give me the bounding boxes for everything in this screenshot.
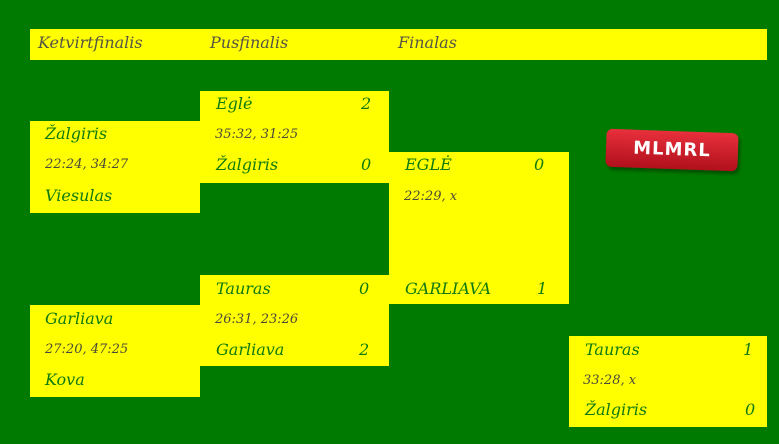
header-finals: Finalas bbox=[398, 33, 457, 52]
third-place bbox=[569, 336, 767, 427]
final bbox=[389, 152, 569, 304]
quarterfinal-2 bbox=[30, 305, 200, 397]
match-score: 22:24, 34:27 bbox=[45, 157, 129, 172]
header-quarterfinals: Ketvirtfinalis bbox=[38, 33, 143, 52]
team-name: Viesulas bbox=[45, 186, 113, 205]
team-name: Garliava bbox=[216, 340, 285, 359]
match-score: 35:32, 31:25 bbox=[215, 127, 299, 142]
team-wins: 0 bbox=[534, 155, 545, 174]
team-wins: 2 bbox=[359, 340, 370, 359]
match-score: 33:28, x bbox=[583, 373, 637, 388]
team-wins: 1 bbox=[537, 279, 548, 298]
quarterfinal-1 bbox=[30, 121, 200, 213]
team-wins: 0 bbox=[359, 279, 370, 298]
team-name: Eglė bbox=[216, 94, 253, 113]
header-bar bbox=[30, 29, 767, 60]
header-semifinals: Pusfinalis bbox=[210, 33, 289, 52]
team-name: Tauras bbox=[585, 340, 640, 359]
match-score: 27:20, 47:25 bbox=[45, 342, 129, 357]
mlmrl-logo: MLMRL bbox=[605, 128, 739, 172]
team-name: GARLIAVA bbox=[405, 279, 492, 298]
team-name: Kova bbox=[45, 370, 85, 389]
team-wins: 2 bbox=[361, 94, 372, 113]
team-name: Tauras bbox=[216, 279, 271, 298]
team-wins: 0 bbox=[361, 155, 372, 174]
semifinal-1 bbox=[200, 91, 389, 183]
semifinal-2 bbox=[200, 275, 389, 366]
team-name: Žalgiris bbox=[45, 124, 108, 143]
team-name: Žalgiris bbox=[585, 400, 648, 419]
team-name: Garliava bbox=[45, 309, 114, 328]
team-name: Žalgiris bbox=[216, 155, 279, 174]
match-score: 22:29, x bbox=[404, 189, 458, 204]
match-score: 26:31, 23:26 bbox=[215, 312, 299, 327]
team-wins: 1 bbox=[743, 340, 754, 359]
team-wins: 0 bbox=[745, 400, 756, 419]
team-name: EGLĖ bbox=[405, 155, 452, 174]
